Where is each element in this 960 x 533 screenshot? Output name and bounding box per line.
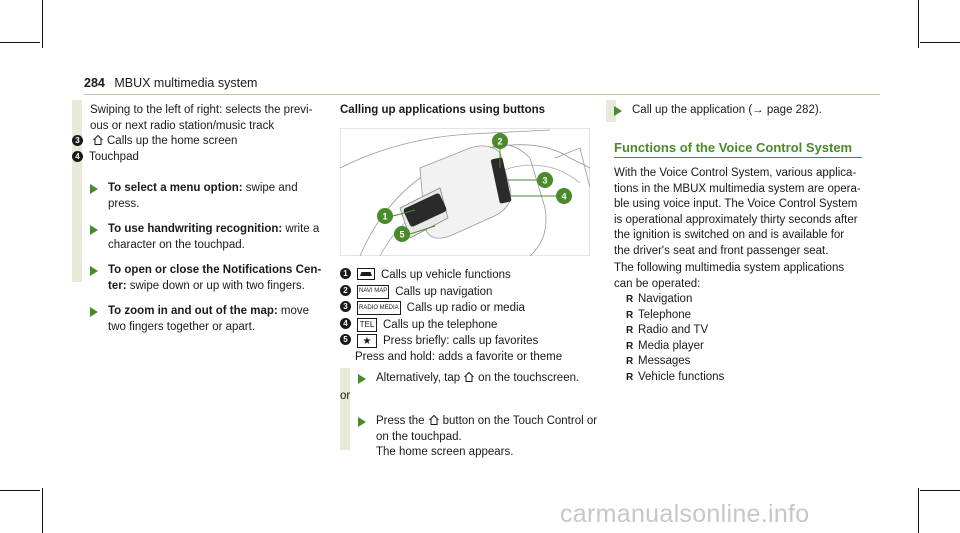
right-body: With the Voice Control System, various a… (614, 166, 862, 385)
heading-rule (614, 157, 862, 158)
or-label: or (340, 389, 351, 402)
legend-text: Calls up vehicle functions (381, 269, 511, 281)
legend-text: Calls up radio or media (406, 302, 525, 314)
list-item: Media player (626, 339, 862, 355)
step-text: Call up the application (→ page 282). (632, 104, 822, 116)
step-arrow-icon (358, 417, 366, 427)
info-bar (340, 368, 350, 450)
step-text: Alternatively, tap (376, 372, 461, 384)
crop-mark (42, 0, 43, 48)
header-rule (84, 94, 880, 95)
home-icon (428, 414, 439, 425)
list-item-text: Calls up the home screen (107, 135, 238, 147)
legend-text: Calls up the telephone (383, 318, 498, 331)
application-list: Navigation Telephone Radio and TV Media … (614, 292, 862, 385)
home-icon (464, 371, 475, 382)
legend-item: 5 ★ Press briefly: calls up favorites Pr… (340, 334, 600, 365)
callout-number: 3 (72, 135, 83, 146)
page-number: 284 (84, 76, 105, 90)
star-key-icon: ★ (357, 334, 377, 348)
callout-1: 1 (382, 212, 387, 222)
callout-number: 5 (340, 334, 351, 345)
step-arrow-icon (358, 374, 366, 384)
step-result: The home screen appears. (376, 446, 514, 458)
crop-mark (0, 490, 40, 491)
step-label: To use handwriting recognition: (108, 223, 283, 235)
legend: 1 Calls up vehicle functions 2 NAVI MAP … (340, 268, 600, 366)
step-item: To select a menu option: swipe and press… (90, 181, 326, 212)
legend-item: 1 Calls up vehicle functions (340, 268, 600, 284)
info-bar (72, 100, 82, 282)
callout-number: 1 (340, 268, 351, 279)
list-item: Messages (626, 354, 862, 370)
step-text: on the touchscreen. (478, 372, 580, 384)
step-item: Call up the application (→ page 282). (614, 103, 864, 119)
watermark: carmanualsonline.info (560, 500, 810, 528)
list-item-text: Touchpad (89, 150, 139, 163)
touch-control-illustration: 2 3 4 1 5 (340, 128, 590, 256)
intro-text: Swiping to the left of right: selects th… (90, 104, 313, 132)
list-item: Telephone (626, 308, 862, 324)
car-icon (357, 268, 375, 280)
step-arrow-icon (90, 184, 98, 194)
list-item: 4 Touchpad (72, 150, 326, 166)
step-label: To open or close the Notifications Cen-t… (108, 264, 322, 292)
step-text: button on the Touch Control or on the to… (376, 415, 598, 443)
legend-text: Press and hold: adds a favorite or theme (355, 350, 563, 363)
page-header: 284 MBUX multimedia system (84, 76, 257, 90)
list-item: 3 Calls up the home screen (72, 134, 326, 150)
tel-key-icon: TEL (357, 317, 377, 332)
legend-text: Press briefly: calls up favorites (383, 335, 539, 347)
step-text: swipe down or up with two fingers. (126, 279, 305, 292)
callout-number: 4 (340, 317, 351, 329)
legend-item: 4 TEL Calls up the telephone (340, 317, 600, 334)
left-column: Swiping to the left of right: selects th… (72, 103, 326, 335)
crop-mark (42, 488, 43, 533)
step-text: Press the (376, 415, 425, 427)
paragraph: With the Voice Control System, various a… (614, 167, 861, 257)
step-arrow-icon (90, 266, 98, 276)
list-item: Radio and TV (626, 323, 862, 339)
step-text: move two fingers together or apart. (108, 305, 310, 333)
step-item: To open or close the Notifications Cen-t… (90, 263, 326, 294)
callout-number: 4 (72, 150, 83, 162)
step-arrow-icon (614, 106, 622, 116)
right-step: Call up the application (→ page 282). (614, 103, 864, 119)
page-title: MBUX multimedia system (114, 76, 258, 90)
step-arrow-icon (90, 225, 98, 235)
section-heading: Functions of the Voice Control System (614, 140, 853, 155)
crop-mark (0, 42, 40, 43)
info-bar (606, 100, 616, 122)
crop-mark (920, 490, 960, 491)
legend-item: 3 RADIO MEDIA Calls up radio or media (340, 301, 600, 317)
step-item: Alternatively, tap on the touchscreen. (358, 371, 600, 387)
step-item: To zoom in and out of the map: move two … (90, 304, 326, 335)
middle-steps: Alternatively, tap on the touchscreen. or… (340, 371, 600, 461)
radio-media-key-icon: RADIO MEDIA (357, 301, 401, 315)
navi-map-key-icon: NAVI MAP (357, 284, 390, 299)
crop-mark (918, 0, 919, 48)
step-label: To select a menu option: (108, 182, 243, 194)
paragraph: The following multimedia system applicat… (614, 262, 845, 290)
callout-3: 3 (542, 176, 547, 186)
callout-5: 5 (399, 230, 404, 240)
callout-2: 2 (497, 137, 502, 147)
step-label: To zoom in and out of the map: (108, 305, 278, 317)
section-heading: Calling up applications using buttons (340, 104, 546, 116)
step-text: swipe and press. (108, 182, 298, 210)
list-item: Navigation (626, 292, 862, 308)
callout-number: 3 (340, 301, 351, 312)
crop-mark (918, 488, 919, 533)
step-item: To use handwriting recognition: write a … (90, 222, 326, 253)
legend-item: 2 NAVI MAP Calls up navigation (340, 284, 600, 301)
crop-mark (920, 42, 960, 43)
list-item: Vehicle functions (626, 370, 862, 386)
callout-number: 2 (340, 284, 351, 296)
step-text: write a character on the touchpad. (108, 223, 320, 251)
home-icon (93, 134, 103, 145)
callout-4: 4 (561, 192, 566, 202)
legend-text: Calls up navigation (395, 285, 493, 298)
step-arrow-icon (90, 307, 98, 317)
